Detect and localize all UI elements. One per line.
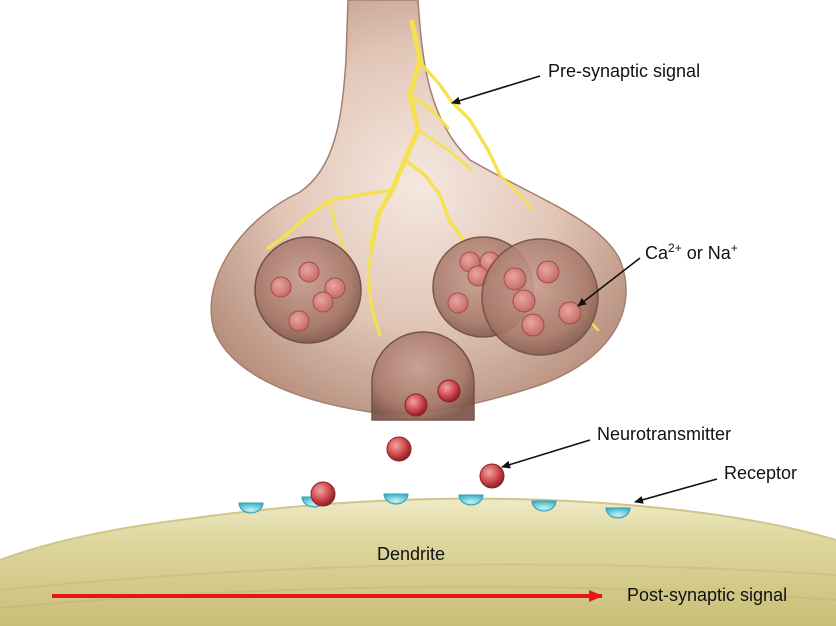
neurotransmitter-pointer	[502, 440, 590, 467]
ion-particle	[299, 262, 319, 282]
ion-particle	[289, 311, 309, 331]
ion-label-ca: Ca	[645, 243, 668, 263]
ion-particle	[448, 293, 468, 313]
postsynaptic-signal-label: Post-synaptic signal	[627, 586, 787, 604]
ion-label-na: Na	[708, 243, 731, 263]
neurotransmitter-molecule	[480, 464, 504, 488]
vesicle	[482, 239, 598, 355]
ion-particle	[537, 261, 559, 283]
ion-particle	[513, 290, 535, 312]
ion-particle	[271, 277, 291, 297]
ion-label-ca-charge: 2+	[668, 241, 682, 255]
ion-label-connector: or	[682, 243, 708, 263]
receptor-label: Receptor	[724, 464, 797, 482]
neurotransmitter-molecule	[311, 482, 335, 506]
presynaptic-pointer	[452, 76, 540, 103]
neurotransmitter-molecule	[405, 394, 427, 416]
presynaptic-signal-label: Pre-synaptic signal	[548, 62, 700, 80]
receptor-pointer	[635, 479, 717, 502]
ion-particle	[522, 314, 544, 336]
vesicle	[255, 237, 361, 343]
ion-label: Ca2+ or Na+	[645, 244, 738, 262]
neurotransmitter-label: Neurotransmitter	[597, 425, 731, 443]
dendrite-label: Dendrite	[377, 545, 445, 563]
ion-label-na-charge: +	[731, 241, 738, 255]
ion-particle	[313, 292, 333, 312]
neurotransmitter-molecule	[438, 380, 460, 402]
neurotransmitter-molecule	[387, 437, 411, 461]
ion-particle	[504, 268, 526, 290]
